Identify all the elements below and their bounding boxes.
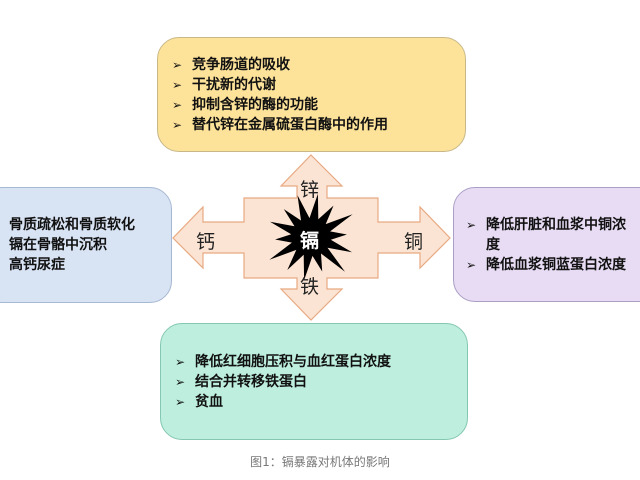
center-label-cadmium: 镉 bbox=[300, 230, 320, 252]
iron-effects-box: 降低红细胞压积与血红蛋白浓度 结合并转移铁蛋白 贫血 bbox=[160, 323, 468, 440]
list-item: 竞争肠道的吸收 bbox=[172, 55, 455, 75]
copper-effects-box: 降低肝脏和血浆中铜浓度 降低血浆铜蓝蛋白浓度 bbox=[453, 187, 640, 302]
explosion-star-icon bbox=[269, 193, 353, 281]
arrow-label-calcium: 钙 bbox=[196, 231, 216, 253]
list-item: 降低红细胞压积与血红蛋白浓度 bbox=[175, 352, 457, 372]
list-item: 降低血浆铜蓝蛋白浓度 bbox=[466, 255, 632, 275]
calcium-effects-box: 骨质疏松和骨质软化 镉在骨骼中沉积 高钙尿症 bbox=[0, 187, 172, 303]
list-item: 高钙尿症 bbox=[9, 257, 65, 273]
arrow-label-iron: 铁 bbox=[300, 276, 320, 298]
arrow-label-zinc: 锌 bbox=[300, 179, 320, 201]
list-item: 干扰新的代谢 bbox=[172, 75, 455, 95]
list-item: 镉在骨骼中沉积 bbox=[9, 237, 107, 253]
figure-caption: 图1：镉暴露对机体的影响 bbox=[250, 455, 390, 469]
list-item: 结合并转移铁蛋白 bbox=[175, 372, 457, 392]
zinc-effects-box: 竞争肠道的吸收 干扰新的代谢 抑制含锌的酶的功能 替代锌在金属硫蛋白酶中的作用 bbox=[157, 37, 466, 152]
arrow-label-copper: 铜 bbox=[404, 231, 424, 253]
list-item: 降低肝脏和血浆中铜浓度 bbox=[466, 215, 632, 255]
list-item: 骨质疏松和骨质软化 bbox=[9, 217, 135, 233]
list-item: 抑制含锌的酶的功能 bbox=[172, 95, 455, 115]
list-item: 替代锌在金属硫蛋白酶中的作用 bbox=[172, 115, 455, 135]
list-item: 贫血 bbox=[175, 392, 457, 412]
